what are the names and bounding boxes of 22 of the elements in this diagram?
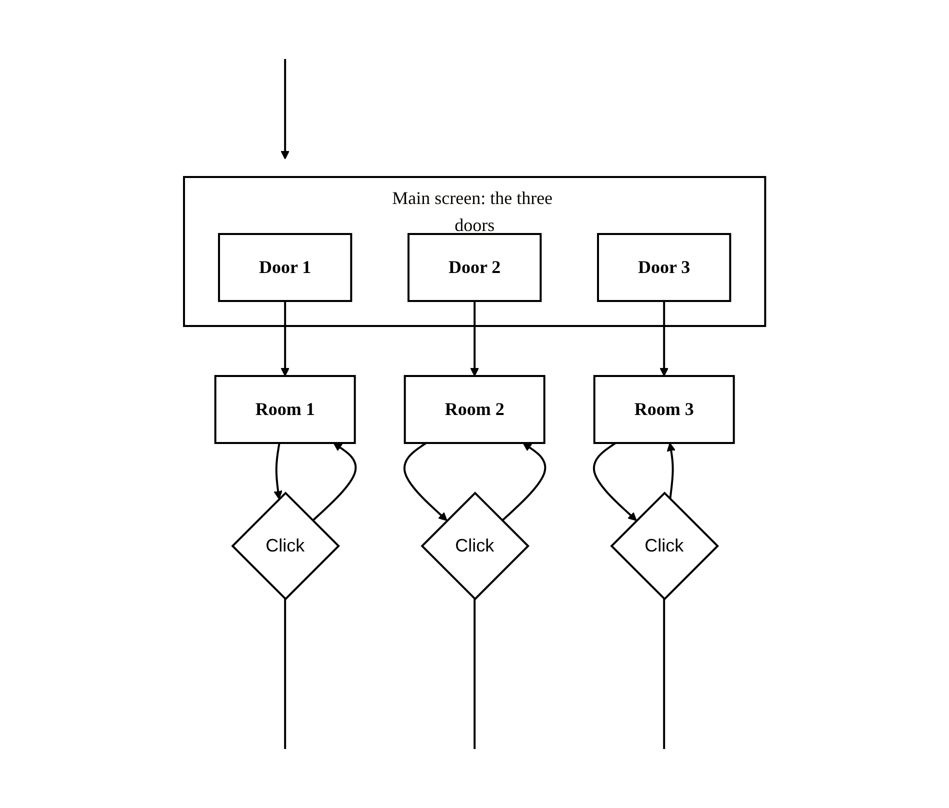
- node-box: Room 1: [214, 375, 356, 444]
- node-box: Door 3: [596, 233, 732, 302]
- arrow: [312, 442, 357, 522]
- arrow: [274, 442, 282, 500]
- arrow: [280, 301, 290, 376]
- arrow: [666, 442, 676, 500]
- arrow: [660, 301, 668, 376]
- arrow: [403, 442, 448, 521]
- connector: [663, 599, 665, 749]
- node-diamond: Click: [610, 492, 719, 600]
- node-box: Door 1: [218, 233, 352, 302]
- arrow: [592, 442, 637, 521]
- connector: [474, 599, 476, 749]
- node-box: Room 3: [593, 375, 735, 444]
- connector: [284, 599, 286, 749]
- node-box: Room 2: [404, 375, 546, 444]
- arrow: [280, 59, 290, 160]
- node-diamond: Click: [231, 492, 340, 600]
- arrow: [501, 442, 546, 522]
- node-diamond: Click: [420, 492, 530, 600]
- arrow: [470, 301, 479, 376]
- node-box: Door 2: [407, 233, 542, 302]
